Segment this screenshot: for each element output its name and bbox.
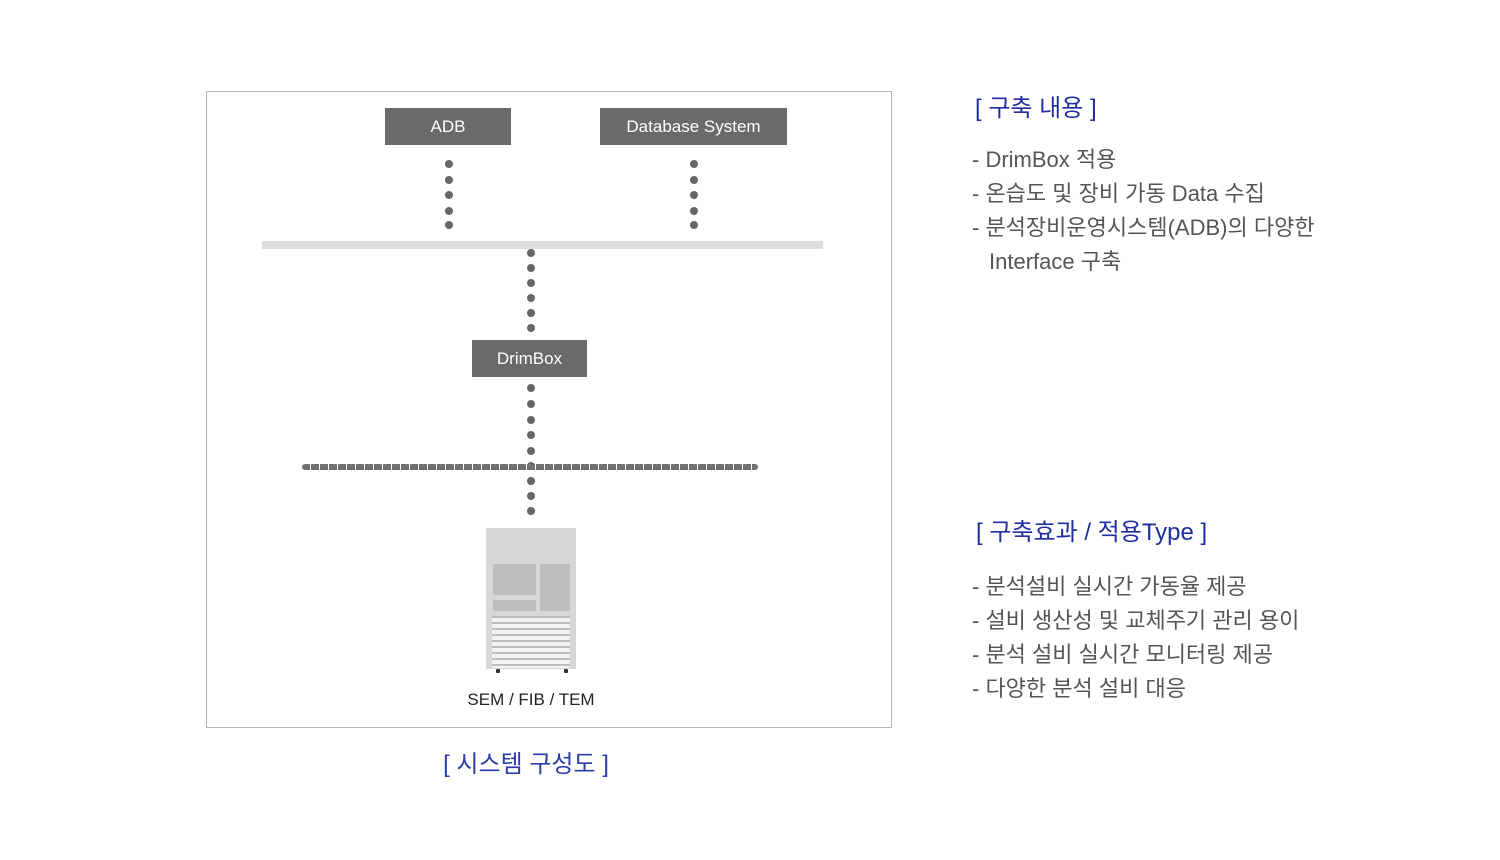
effects-list: - 분석설비 실시간 가동율 제공 - 설비 생산성 및 교체주기 관리 용이 … (972, 570, 1299, 706)
connector-dot (527, 416, 535, 424)
machine-panel (540, 564, 570, 611)
connector-dot (527, 431, 535, 439)
drimbox-node: DrimBox (472, 340, 587, 377)
connector-dot (690, 221, 698, 229)
list-item: - 분석장비운영시스템(ADB)의 다양한 (972, 215, 1315, 240)
connector-dot (527, 384, 535, 392)
connector-dot (527, 324, 535, 332)
system-diagram-frame (206, 91, 892, 728)
connector-dot (527, 264, 535, 272)
connector-dot (445, 176, 453, 184)
list-item: - 분석 설비 실시간 모니터링 제공 (972, 642, 1274, 667)
connector-dot (690, 176, 698, 184)
diagram-caption: [ 시스템 구성도 ] (443, 751, 609, 778)
connector-dot (445, 207, 453, 215)
connector-dot (527, 309, 535, 317)
list-item-continuation: Interface 구축 (989, 249, 1122, 274)
connector-dot (527, 447, 535, 455)
list-item: - DrimBox 적용 (972, 147, 1117, 172)
connector-dot (527, 400, 535, 408)
connector-dot (690, 207, 698, 215)
connector-dot (527, 279, 535, 287)
database-system-node: Database System (600, 108, 787, 145)
machine-label: SEM / FIB / TEM (467, 690, 595, 709)
connector-dot (690, 160, 698, 168)
machine-foot (496, 669, 500, 673)
list-item: - 설비 생산성 및 교체주기 관리 용이 (972, 608, 1300, 633)
effects-title: [ 구축효과 / 적용Type ] (976, 519, 1208, 546)
connector-dot (445, 160, 453, 168)
list-item: Interface 구축 (972, 245, 1315, 279)
list-item: - 다양한 분석 설비 대응 (972, 676, 1186, 701)
build-contents-list: - DrimBox 적용 - 온습도 및 장비 가동 Data 수집 - 분석장… (972, 143, 1315, 279)
connector-dot (527, 477, 535, 485)
connector-dot (527, 492, 535, 500)
connector-dot (527, 249, 535, 257)
network-bus (262, 241, 823, 249)
connector-dot (690, 191, 698, 199)
connector-dot (445, 191, 453, 199)
machine-foot (564, 669, 568, 673)
equipment-machine-icon (486, 528, 576, 669)
connector-dot (527, 507, 535, 515)
connector-dot (527, 294, 535, 302)
machine-panel (493, 600, 536, 611)
equipment-network-line (302, 464, 758, 470)
adb-node: ADB (385, 108, 511, 145)
connector-dot (445, 221, 453, 229)
machine-grille (492, 616, 570, 668)
machine-panel (493, 564, 536, 595)
list-item: - 분석설비 실시간 가동율 제공 (972, 574, 1247, 599)
build-contents-title: [ 구축 내용 ] (975, 95, 1097, 122)
list-item: - 온습도 및 장비 가동 Data 수집 (972, 181, 1265, 206)
